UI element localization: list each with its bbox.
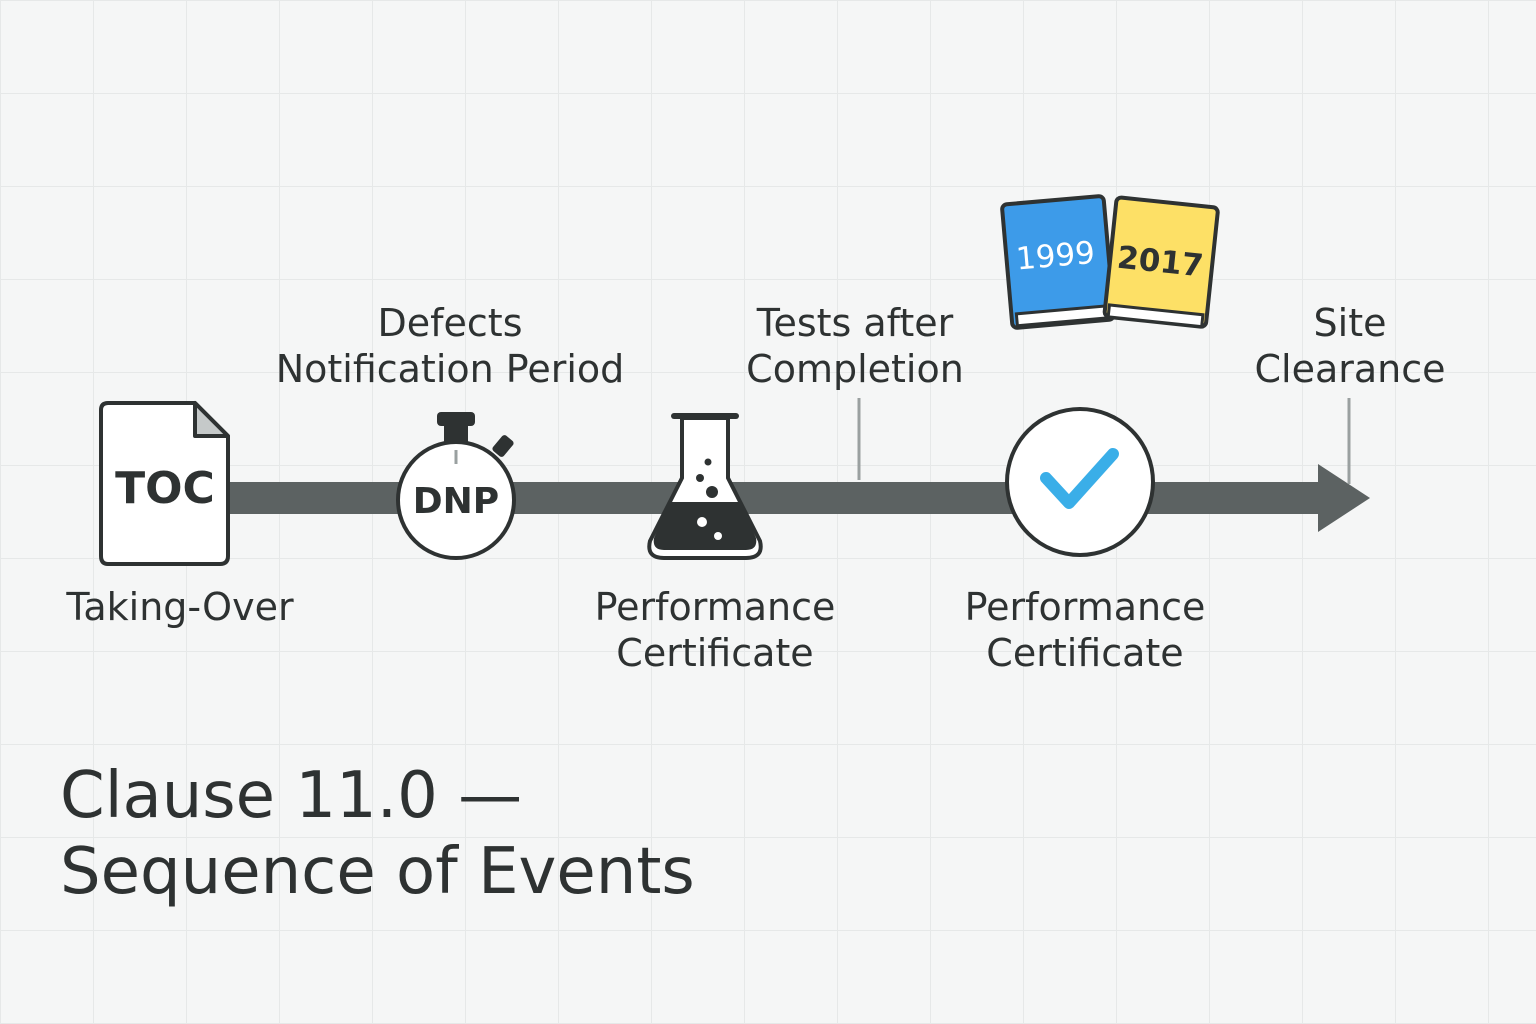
book-1999-label: 1999 bbox=[1015, 235, 1097, 278]
label-dnp-line1: Defects bbox=[377, 301, 523, 345]
label-site-line1: Site bbox=[1313, 301, 1387, 345]
label-performance-certificate-2: Performance Certificate bbox=[940, 584, 1230, 676]
label-perf-1-line1: Performance bbox=[594, 585, 836, 629]
label-tests-line1: Tests after bbox=[756, 301, 954, 345]
toc-icon-text: TOC bbox=[115, 463, 215, 514]
label-site-clearance: Site Clearance bbox=[1220, 300, 1480, 392]
book-1999: 1999 bbox=[1000, 194, 1116, 330]
books-icon: 1999 2017 bbox=[1000, 194, 1220, 330]
label-perf-1-line2: Certificate bbox=[616, 631, 814, 675]
label-taking-over: Taking-Over bbox=[40, 584, 320, 630]
stopwatch-icon: DNP bbox=[396, 412, 516, 560]
timeline-arrow bbox=[150, 464, 1370, 532]
label-tests-line2: Completion bbox=[746, 347, 964, 391]
checkmark-icon bbox=[1005, 407, 1155, 557]
label-taking-over-text: Taking-Over bbox=[66, 585, 294, 629]
label-perf-2-line2: Certificate bbox=[986, 631, 1184, 675]
flask-icon bbox=[647, 413, 763, 560]
page-title-line2: Sequence of Events bbox=[60, 835, 695, 909]
label-defects-notification-period: Defects Notification Period bbox=[250, 300, 650, 392]
label-dnp-line2: Notification Period bbox=[275, 347, 625, 391]
document-icon: TOC bbox=[99, 401, 230, 566]
label-performance-certificate-1: Performance Certificate bbox=[570, 584, 860, 676]
label-tests-after-completion: Tests after Completion bbox=[720, 300, 990, 392]
label-perf-2-line1: Performance bbox=[964, 585, 1206, 629]
label-site-line2: Clearance bbox=[1254, 347, 1446, 391]
page-title: Clause 11.0 — Sequence of Events bbox=[60, 758, 695, 910]
dnp-icon-text: DNP bbox=[413, 481, 499, 522]
book-2017: 2017 bbox=[1102, 195, 1220, 329]
book-2017-label: 2017 bbox=[1115, 240, 1205, 285]
page-title-line1: Clause 11.0 — bbox=[60, 759, 523, 833]
